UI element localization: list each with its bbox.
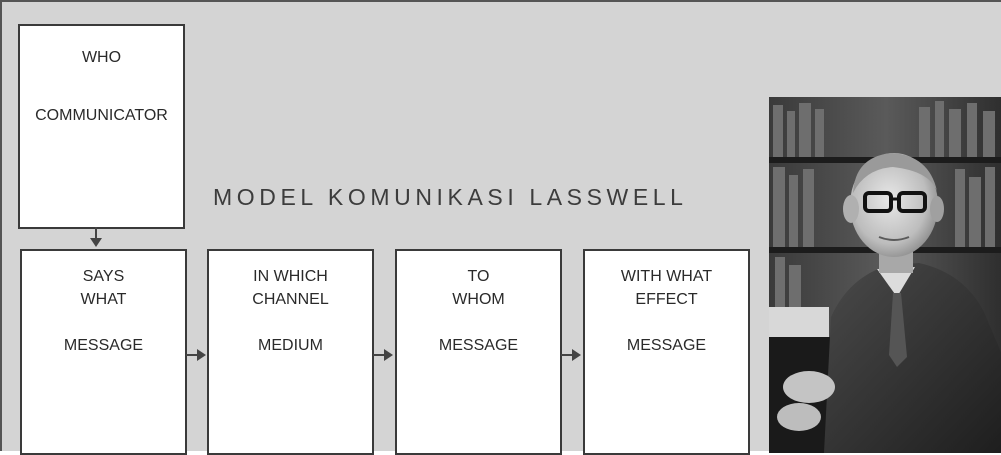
stage-line2: WHOM (452, 291, 505, 308)
stage-line3: MEDIUM (258, 337, 323, 354)
arrow-right-icon (373, 349, 393, 361)
stage-line1: IN WHICH (253, 268, 328, 285)
to-whom-box: TO WHOM MESSAGE (395, 249, 562, 455)
stage-line1: WITH WHAT (620, 268, 713, 285)
stage-line3: MESSAGE (63, 337, 144, 354)
stage-line2: WHAT (80, 291, 127, 308)
stage-line3: MESSAGE (438, 337, 519, 354)
stage-line2: EFFECT (635, 291, 698, 308)
who-box-line2: COMMUNICATOR (35, 107, 168, 124)
arrow-right-icon (561, 349, 581, 361)
stage-line3: MESSAGE (626, 337, 707, 354)
who-box: WHO COMMUNICATOR (18, 24, 185, 229)
arrow-down-icon (90, 227, 102, 247)
in-which-channel-box: IN WHICH CHANNEL MEDIUM (207, 249, 374, 455)
arrow-right-icon (186, 349, 206, 361)
stage-line1: SAYS (82, 268, 125, 285)
portrait-photo (769, 97, 1001, 453)
who-box-line1: WHO (81, 49, 122, 66)
stage-line2: CHANNEL (252, 291, 329, 308)
stage-line1: TO (467, 268, 490, 285)
says-what-box: SAYS WHAT MESSAGE (20, 249, 187, 455)
diagram-title: MODEL KOMUNIKASI LASSWELL (213, 184, 688, 210)
with-what-effect-box: WITH WHAT EFFECT MESSAGE (583, 249, 750, 455)
